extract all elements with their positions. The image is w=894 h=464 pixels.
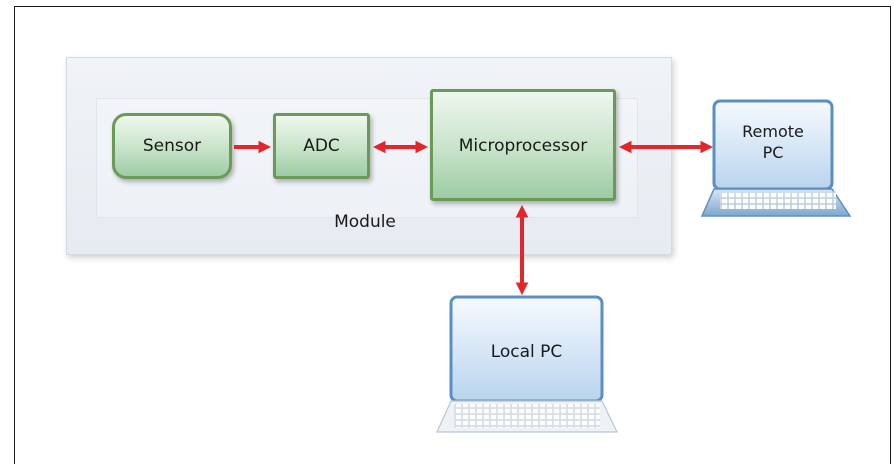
figure-frame [14,6,891,464]
local-pc-laptop-icon [436,295,618,433]
remote-pc-laptop-icon [700,99,852,217]
adc-label: ADC [303,136,340,156]
sensor-label: Sensor [142,136,202,156]
module-label: Module [334,212,396,232]
remote-pc-label-line1: Remote [742,122,804,141]
remote-pc-label: Remote PC [714,121,832,163]
microprocessor-label: Microprocessor [458,136,588,156]
microprocessor-node: Microprocessor [430,89,616,201]
sensor-node: Sensor [112,113,232,179]
remote-pc-label-line2: PC [762,143,784,162]
local-pc-label: Local PC [490,342,563,362]
adc-node: ADC [273,113,370,179]
